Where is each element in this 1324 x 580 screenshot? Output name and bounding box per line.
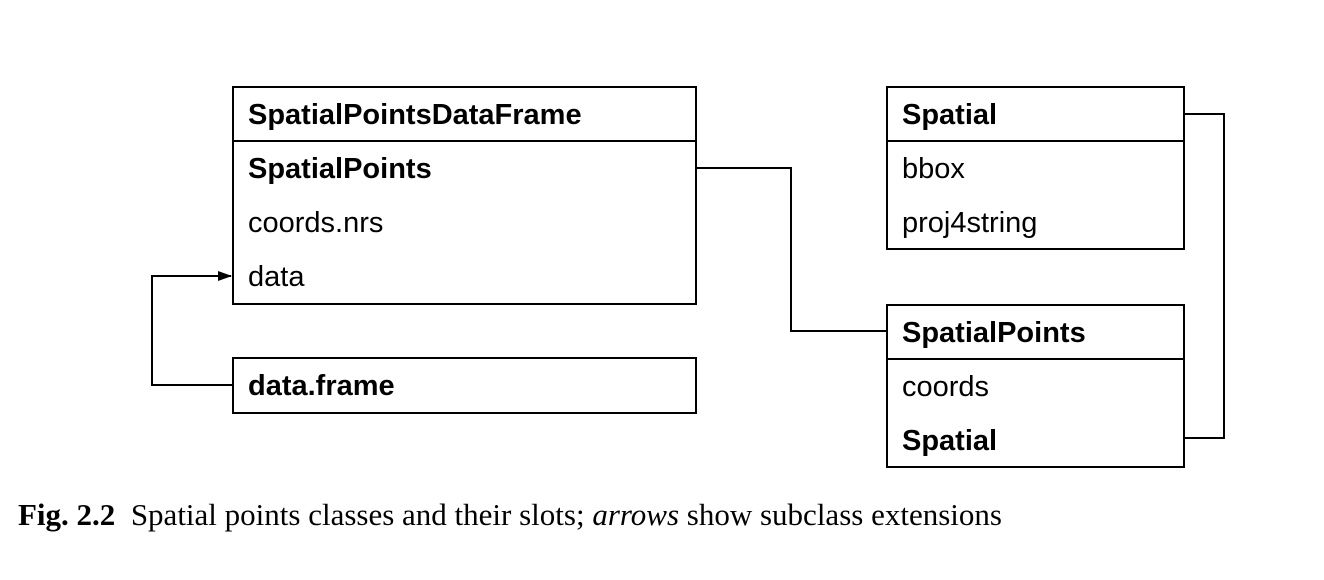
class-title-spatialpoints: SpatialPoints [888, 306, 1183, 360]
figure-caption: Fig. 2.2 Spatial points classes and thei… [18, 497, 1002, 533]
edge-dataframe-to-data [151, 271, 233, 386]
slot-proj4string: proj4string [902, 207, 1038, 239]
class-title-spatial: Spatial [888, 88, 1183, 142]
slot-coords-nrs: coords.nrs [248, 207, 384, 239]
class-box-spatial: Spatial bbox proj4string [886, 86, 1185, 250]
caption-label: Fig. 2.2 [18, 497, 116, 532]
caption-emphasis: arrows [592, 497, 680, 532]
slot-spatial: Spatial [902, 425, 998, 457]
slot-spatialpoints: SpatialPoints [248, 153, 432, 185]
class-box-spatialpoints: SpatialPoints coords Spatial [886, 304, 1185, 468]
caption-text-before: Spatial points classes and their slots; [130, 497, 585, 532]
slot-coords: coords [902, 371, 990, 403]
caption-text-after: show subclass extensions [686, 497, 1002, 532]
slot-bbox: bbox [902, 153, 965, 185]
class-title-dataframe: data.frame [248, 370, 395, 402]
class-box-spatialpointsdataframe: SpatialPointsDataFrame SpatialPoints coo… [232, 86, 697, 305]
class-diagram: SpatialPointsDataFrame SpatialPoints coo… [151, 86, 1225, 468]
class-box-dataframe: data.frame [232, 357, 697, 414]
class-title-spatialpointsdataframe: SpatialPointsDataFrame [234, 88, 695, 142]
slot-data: data [248, 261, 305, 293]
